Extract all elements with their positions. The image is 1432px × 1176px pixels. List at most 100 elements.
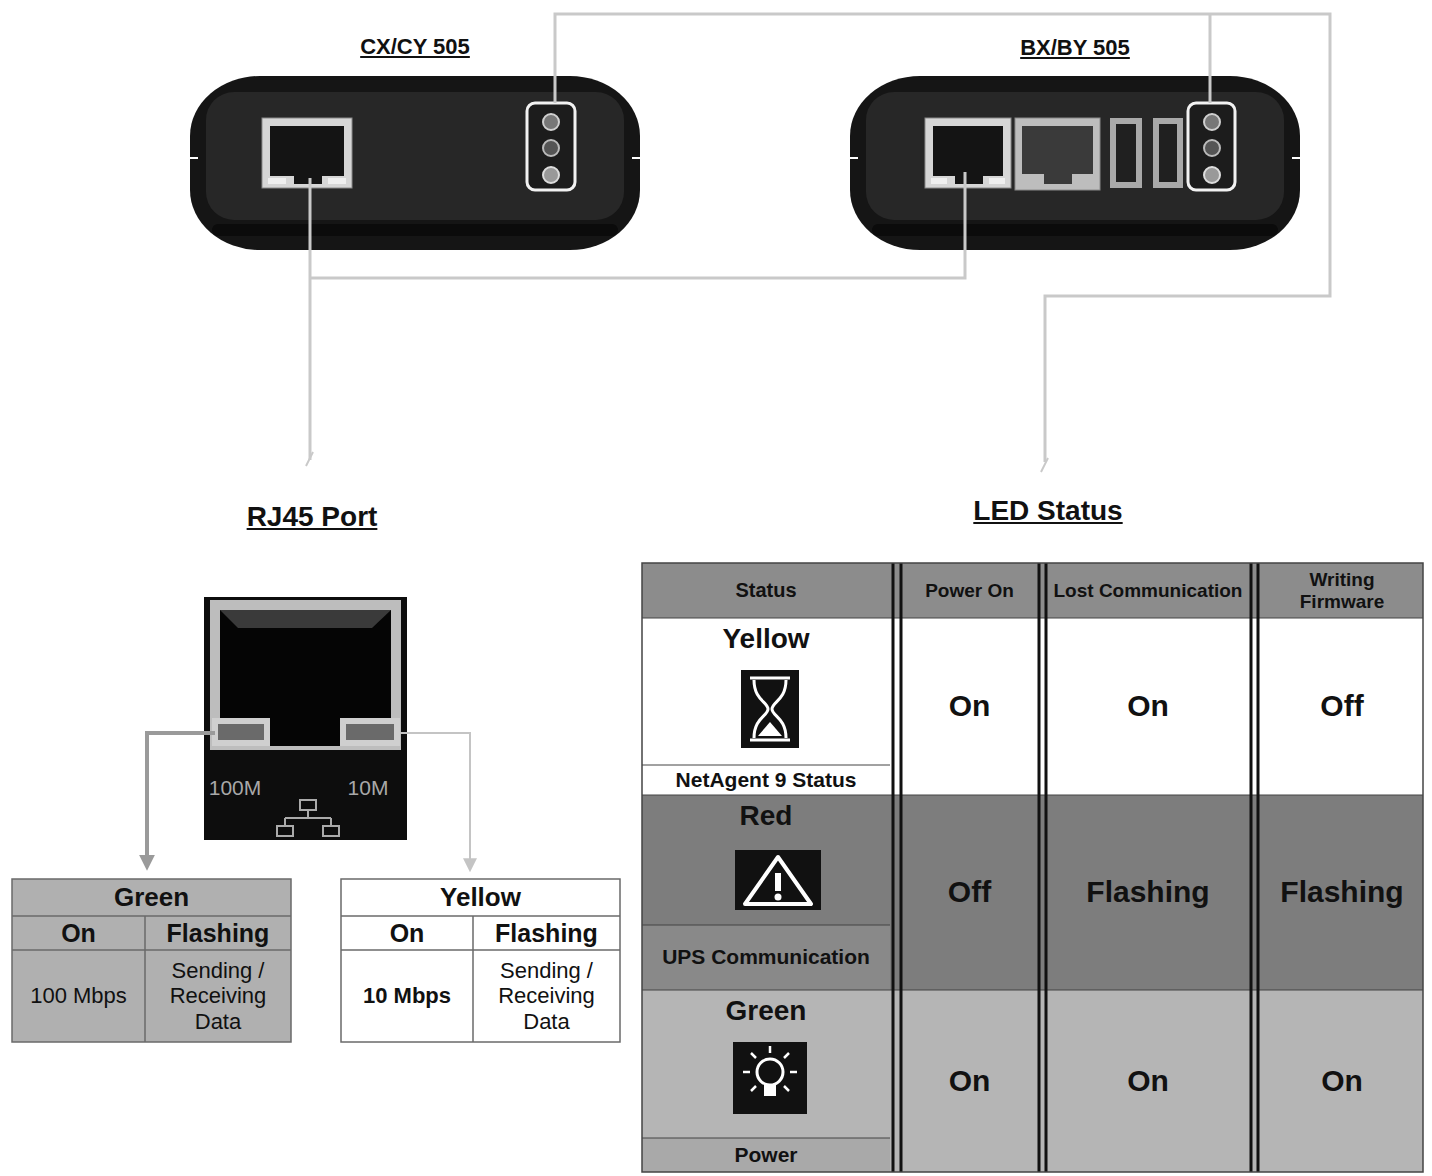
led-status-table bbox=[642, 925, 890, 926]
led-status-table bbox=[642, 795, 1423, 796]
bx-by-device bbox=[850, 76, 1300, 250]
rj45-photo bbox=[218, 724, 264, 740]
bulb-icon bbox=[769, 1046, 772, 1053]
device-heading: CX/CY 505 bbox=[190, 30, 640, 64]
network-icon bbox=[323, 826, 339, 836]
usb-port bbox=[1159, 124, 1177, 182]
rj45-photo bbox=[204, 597, 407, 840]
network-icon bbox=[284, 818, 286, 826]
cx-cy-device bbox=[632, 157, 640, 159]
leader-line bbox=[1209, 14, 1212, 103]
second-port bbox=[1015, 118, 1100, 190]
rj45-port bbox=[328, 178, 346, 184]
rj45-port bbox=[268, 178, 286, 184]
bx-by-device bbox=[850, 157, 858, 159]
led-status-table bbox=[1250, 563, 1253, 1172]
hourglass-icon bbox=[741, 670, 799, 748]
led-group bbox=[1204, 167, 1220, 183]
led-colour: Red bbox=[642, 795, 890, 837]
warning-icon bbox=[745, 857, 811, 904]
bulb-icon bbox=[764, 1085, 776, 1096]
led-status-table bbox=[642, 618, 1423, 1138]
bulb-icon bbox=[790, 1071, 797, 1074]
rj45-photo bbox=[220, 610, 391, 628]
table-cell: 10 Mbps bbox=[341, 950, 473, 1042]
yellow-table bbox=[341, 879, 620, 1042]
network-icon bbox=[277, 800, 339, 836]
led-status-table bbox=[642, 563, 1423, 1172]
bx-by-device bbox=[1292, 157, 1300, 159]
cx-cy-device bbox=[190, 76, 640, 250]
table-cell: Off bbox=[904, 795, 1035, 990]
rj45-photo bbox=[204, 597, 407, 840]
rj45-port bbox=[262, 118, 352, 188]
led-group bbox=[1204, 114, 1220, 130]
led-group bbox=[1204, 140, 1220, 156]
led-name: NetAgent 9 Status bbox=[642, 765, 890, 795]
rj45-port bbox=[989, 178, 1005, 184]
cx-cy-device bbox=[190, 157, 198, 159]
hourglass-icon bbox=[750, 677, 790, 680]
speed-label: 10M bbox=[336, 774, 400, 802]
usb-port bbox=[1110, 118, 1183, 188]
rj45-port bbox=[270, 126, 344, 176]
yellow-table bbox=[341, 949, 620, 951]
led-status-table bbox=[642, 1138, 890, 1139]
rj45-port bbox=[925, 118, 1011, 188]
bulb-icon bbox=[757, 1059, 783, 1085]
table-title: Yellow bbox=[341, 879, 620, 916]
section-heading: LED Status bbox=[898, 491, 1198, 531]
led-group bbox=[1188, 103, 1235, 190]
network-icon bbox=[285, 817, 331, 819]
led-status-table bbox=[892, 563, 895, 1172]
leader-line bbox=[310, 172, 965, 278]
rj45-port bbox=[262, 118, 352, 188]
bulb-icon bbox=[784, 1053, 789, 1058]
led-meaning-table: YellowOnFlashing10 MbpsSending / Receivi… bbox=[341, 879, 620, 1042]
rj45-photo bbox=[212, 718, 270, 746]
rj45-port bbox=[931, 178, 947, 184]
table-header: Writing Firmware bbox=[1261, 563, 1423, 618]
led-colour: Yellow bbox=[642, 618, 890, 660]
led-status-table bbox=[893, 563, 1258, 1172]
table-cell: On bbox=[904, 990, 1035, 1172]
led-status-table bbox=[642, 990, 1423, 991]
section-heading: RJ45 Port bbox=[162, 497, 462, 537]
bulb-icon bbox=[751, 1053, 756, 1058]
bulb-icon bbox=[784, 1086, 789, 1091]
table-cell: Sending / Receiving Data bbox=[145, 950, 291, 1042]
led-status-table bbox=[642, 990, 1423, 1172]
table-cell: On bbox=[1049, 618, 1247, 795]
cx-cy-device bbox=[190, 76, 640, 250]
led-name: Power bbox=[642, 1138, 890, 1172]
led-status-table bbox=[642, 618, 1423, 619]
rj45-port bbox=[955, 170, 983, 184]
second-port bbox=[1015, 118, 1100, 190]
bx-by-device bbox=[866, 92, 1284, 220]
second-port bbox=[1044, 170, 1072, 184]
leader-line bbox=[306, 452, 313, 466]
rj45-photo bbox=[340, 718, 400, 746]
hourglass-icon bbox=[750, 739, 790, 742]
second-port bbox=[1022, 126, 1093, 174]
device-heading: BX/BY 505 bbox=[850, 31, 1300, 65]
cx-cy-device bbox=[212, 224, 618, 236]
led-group bbox=[543, 114, 559, 130]
cx-cy-device bbox=[206, 92, 624, 220]
led-status-table bbox=[1257, 563, 1260, 1172]
callout-arrow bbox=[400, 733, 470, 868]
callout-arrow bbox=[147, 733, 470, 868]
usb-port bbox=[1153, 118, 1183, 188]
green-table bbox=[12, 949, 291, 951]
led-meaning-table: GreenOnFlashing100 MbpsSending / Receivi… bbox=[12, 879, 291, 1042]
table-title: Green bbox=[12, 879, 291, 916]
yellow-table bbox=[472, 916, 474, 1042]
table-cell: On bbox=[1049, 990, 1247, 1172]
network-icon bbox=[300, 800, 316, 810]
led-group bbox=[527, 103, 575, 190]
warning-icon bbox=[775, 873, 781, 891]
led-group bbox=[1188, 103, 1235, 190]
led-status-table bbox=[642, 1138, 890, 1172]
green-table bbox=[144, 916, 146, 1042]
warning-icon bbox=[735, 850, 821, 910]
